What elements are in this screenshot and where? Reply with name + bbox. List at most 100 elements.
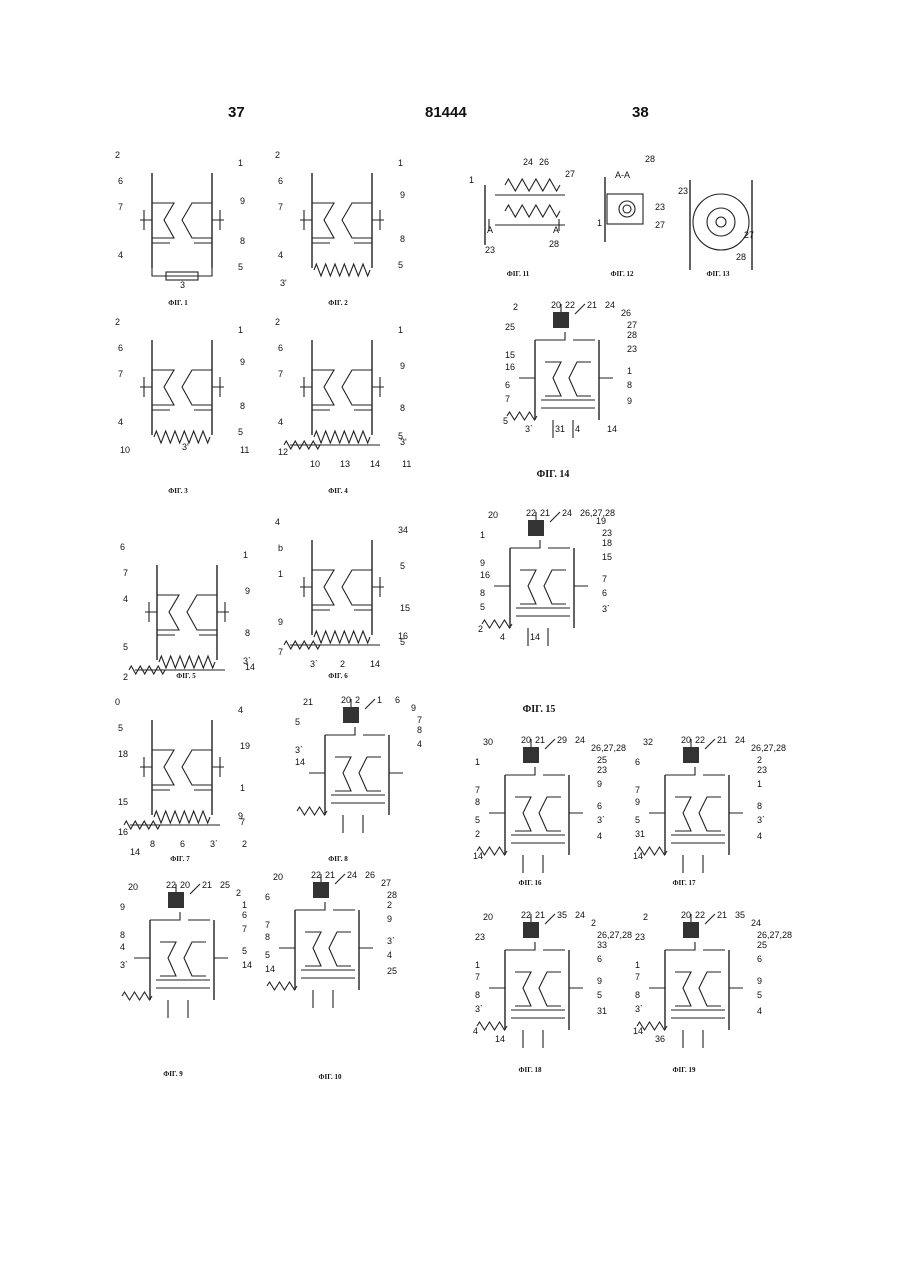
reference-numeral: 2	[757, 755, 762, 765]
clutch-half-right	[182, 750, 212, 785]
reference-numeral: 1	[398, 325, 403, 335]
terminal-left	[145, 602, 157, 622]
reference-numeral: 36	[655, 1034, 665, 1044]
figure-caption: ФІГ. 5	[176, 672, 195, 680]
terminal-right	[212, 377, 224, 397]
housing-top	[295, 902, 355, 910]
reference-numeral: 4	[575, 424, 580, 434]
reference-numeral: 3`	[295, 745, 303, 755]
core	[607, 194, 643, 224]
reference-numeral: A-A	[615, 170, 630, 180]
legs	[313, 990, 333, 1008]
figure-8: 2120216978543`14	[285, 695, 435, 860]
plates	[516, 608, 570, 616]
reference-numeral: 23	[678, 186, 688, 196]
figure-drawing: 322022212426,27,282236179853`31414	[625, 735, 775, 900]
clutch-half-left	[312, 370, 334, 405]
reference-numeral: 35	[735, 910, 745, 920]
reference-numeral: 31	[597, 1006, 607, 1016]
reference-numeral: 3`	[310, 659, 318, 669]
reference-numeral: 7	[505, 394, 510, 404]
bias-spring	[267, 982, 297, 990]
figure-drawing: 434b5115916753`214	[270, 515, 420, 680]
reference-numeral: 4	[473, 1026, 478, 1036]
reference-numeral: 25	[220, 880, 230, 890]
reference-numeral: 24	[575, 735, 585, 745]
reference-numeral: 16	[118, 827, 128, 837]
reference-numeral: 5	[123, 642, 128, 652]
reference-numeral: 5	[238, 427, 243, 437]
figure-caption: ФІГ. 7	[170, 855, 189, 863]
reference-numeral: 21	[717, 735, 727, 745]
reference-numeral: 8	[475, 797, 480, 807]
clutch-pair	[675, 797, 721, 831]
reference-numeral: 7	[278, 647, 283, 657]
clutch-half-right	[187, 595, 217, 630]
reference-numeral: 22	[521, 910, 531, 920]
reference-numeral: 2	[387, 900, 392, 910]
figure-caption: ФІГ. 15	[523, 704, 556, 715]
reference-numeral: 7	[240, 817, 245, 827]
reference-numeral: 4	[757, 1006, 762, 1016]
reference-numeral: 4	[500, 632, 505, 642]
reference-numeral: 5	[480, 602, 485, 612]
reference-numeral: 6	[265, 892, 270, 902]
reference-numeral: 28	[549, 239, 559, 249]
core-ring	[619, 201, 635, 217]
reference-numeral: 7	[118, 202, 123, 212]
figure-caption: ФІГ. 10	[319, 1073, 342, 1081]
reference-numeral: 13	[340, 459, 350, 469]
housing-top	[505, 942, 565, 950]
reference-numeral: 4	[123, 594, 128, 604]
reference-numeral: 3'	[280, 278, 287, 288]
clutch-pair	[520, 570, 566, 604]
clutch-half-right	[182, 203, 212, 238]
clutch-half-right	[182, 370, 212, 405]
reference-numeral: 24	[562, 508, 572, 518]
reference-numeral: 28	[736, 252, 746, 262]
reference-numeral: 24	[575, 910, 585, 920]
reference-numeral: 1	[238, 325, 243, 335]
clutch-half-right	[342, 203, 372, 238]
reference-numeral: 1	[480, 530, 485, 540]
bias-spring	[122, 992, 152, 1000]
figure-caption: ФІГ. 18	[519, 1066, 542, 1074]
terminal-right	[372, 377, 384, 397]
return-spring	[159, 656, 215, 668]
reference-numeral: 2	[275, 317, 280, 327]
reference-numeral: 28	[387, 890, 397, 900]
reference-numeral: 25	[387, 966, 397, 976]
legs	[683, 1030, 703, 1048]
reference-numeral: 1	[243, 550, 248, 560]
housing-top	[665, 767, 725, 775]
clutch-half-left	[312, 570, 334, 605]
reference-numeral: 34	[398, 525, 408, 535]
reference-numeral: 23	[655, 202, 665, 212]
terminal-left	[300, 377, 312, 397]
core-center	[623, 205, 631, 213]
reference-numeral: 5	[635, 815, 640, 825]
reference-numeral: 20	[273, 872, 283, 882]
figure-caption: ФІГ. 4	[328, 487, 347, 495]
reference-numeral: 2	[591, 918, 596, 928]
figure-drawing: 2202221352426,27,2825236179853`41436	[625, 910, 775, 1075]
reference-numeral: 27	[655, 220, 665, 230]
reference-numeral: 27	[627, 320, 637, 330]
reference-numeral: 2	[643, 912, 648, 922]
figure-caption: ФІГ. 3	[168, 487, 187, 495]
reference-numeral: 5	[597, 990, 602, 1000]
reference-numeral: 7	[242, 924, 247, 934]
reference-numeral: 1	[475, 960, 480, 970]
reference-numeral: 5	[398, 260, 403, 270]
figure-caption: ФІГ. 9	[163, 1070, 182, 1078]
reference-numeral: 3`	[475, 1004, 483, 1014]
figure-drawing: 220222124262728252315161687953`31414	[495, 300, 645, 465]
coil-turns	[505, 205, 560, 217]
reference-numeral: 7	[265, 920, 270, 930]
reference-numeral: 7	[118, 369, 123, 379]
reference-numeral: 14	[295, 757, 305, 767]
reference-numeral: 2	[115, 317, 120, 327]
reference-numeral: 20	[128, 882, 138, 892]
legs	[343, 815, 363, 833]
reference-numeral: 6	[505, 380, 510, 390]
